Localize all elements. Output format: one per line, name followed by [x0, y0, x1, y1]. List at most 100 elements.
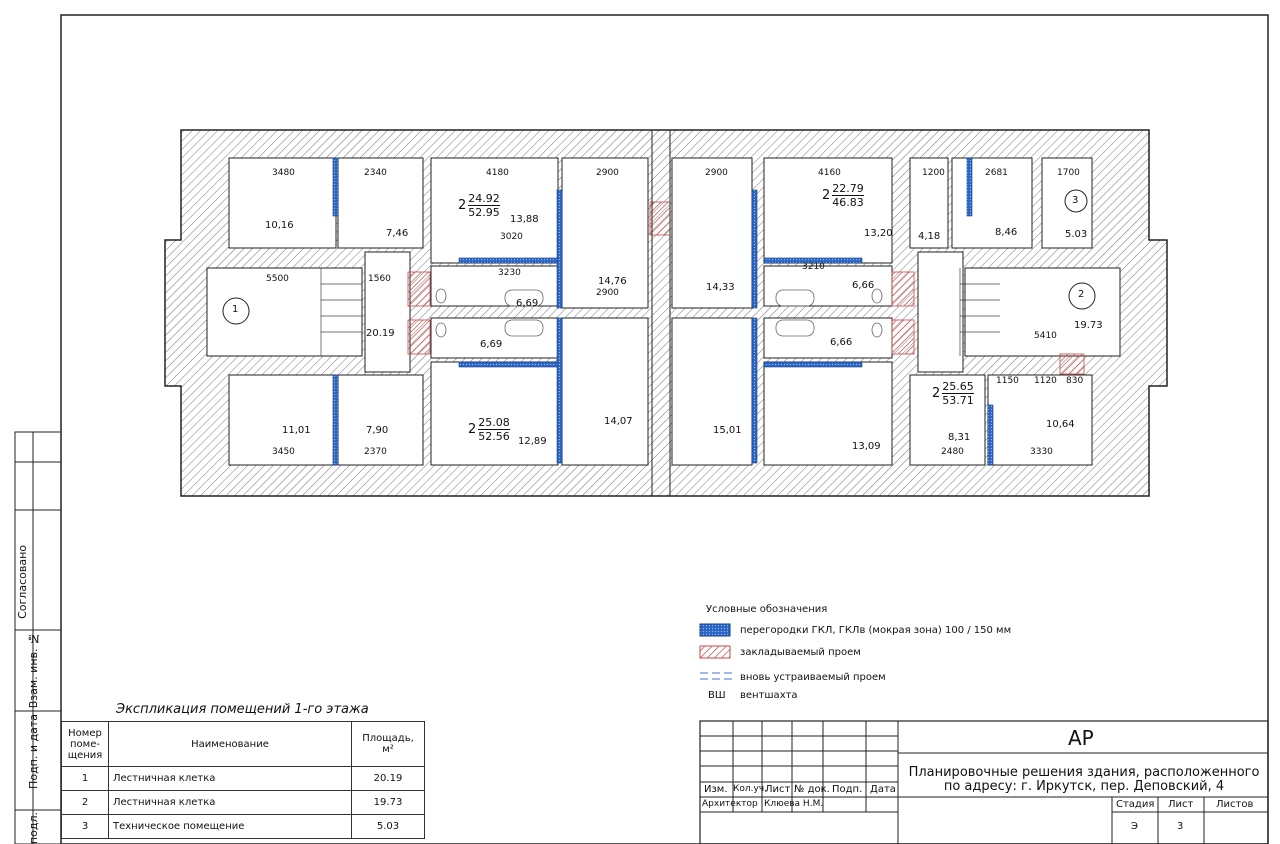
dimension: 2900 — [596, 288, 619, 298]
room-area: 11,01 — [282, 425, 311, 436]
table-cell: Лестничная клетка — [108, 766, 352, 791]
table-cell: 3 — [61, 814, 109, 839]
room-area: 10,16 — [265, 220, 294, 231]
title-block-col: Дата — [870, 784, 896, 795]
dimension: 2480 — [941, 447, 964, 457]
dimension: 2681 — [985, 168, 1008, 178]
room-area: 8,46 — [995, 227, 1018, 238]
title-block-col: № док. — [794, 784, 830, 795]
dimension: 5500 — [266, 274, 289, 284]
dimension: 3210 — [802, 262, 825, 272]
room-area: 6,69 — [480, 339, 503, 350]
title-block-sheet-value: 3 — [1177, 821, 1184, 832]
table-cell: 5.03 — [351, 814, 425, 839]
stair-number-3: 3 — [1072, 195, 1079, 206]
table-row: 3 Техническое помещение 5.03 — [61, 814, 425, 839]
table-cell: 20.19 — [351, 766, 425, 791]
legend-title: Условные обозначения — [706, 604, 828, 615]
title-block-sheets-label: Листов — [1216, 799, 1254, 810]
dimension: 1200 — [922, 168, 945, 178]
legend-symbol-vent: ВШ — [708, 690, 726, 701]
room-area: 8,31 — [948, 432, 971, 443]
legend-item-new-opening: вновь устраиваемый проем — [740, 672, 886, 683]
table-row: 1 Лестничная клетка 20.19 — [61, 766, 425, 791]
dimension: 3020 — [500, 232, 523, 242]
legend-swatches — [699, 623, 732, 680]
dimension: 3450 — [272, 447, 295, 457]
dimension: 4180 — [486, 168, 509, 178]
side-stamp-orig: подл. — [27, 812, 40, 844]
dimension: 3230 — [498, 268, 521, 278]
room-area: 14,33 — [706, 282, 735, 293]
title-block-stage-label: Стадия — [1116, 799, 1155, 810]
stair-markers — [222, 189, 1096, 325]
table-cell: Лестничная клетка — [108, 790, 352, 815]
room-area: 14,76 — [598, 276, 627, 287]
bath-fixtures — [435, 288, 883, 338]
stair-number-2: 2 — [1078, 289, 1085, 300]
stair-area-1: 20.19 — [366, 328, 395, 339]
title-block-col: Кол.уч. — [733, 784, 768, 794]
explication-table: Номер поме-щения Наименование Площадь, м… — [61, 721, 425, 839]
title-block-project: Планировочные решения здания, расположен… — [908, 765, 1260, 794]
explication-header-row: Номер поме-щения Наименование Площадь, м… — [61, 721, 425, 767]
title-block-name: Клюева Н.М. — [764, 799, 824, 809]
table-cell: 19.73 — [351, 790, 425, 815]
legend-item-partition: перегородки ГКЛ, ГКЛв (мокрая зона) 100 … — [740, 625, 1012, 636]
title-block-col: Изм. — [704, 784, 728, 795]
room-area: 15,01 — [713, 425, 742, 436]
dimension: 2370 — [364, 447, 387, 457]
title-block-col: Подп. — [832, 784, 863, 795]
room-area: 13,88 — [510, 214, 539, 225]
dimension: 2900 — [596, 168, 619, 178]
title-block-role: Архитектор — [702, 799, 758, 809]
sheet-frame — [60, 14, 1269, 844]
dimension: 830 — [1066, 376, 1084, 386]
dimension: 1150 — [996, 376, 1019, 386]
title-block-stage-value: Э — [1131, 821, 1138, 832]
room-area: 7,90 — [366, 425, 389, 436]
title-block-code: АР — [1068, 726, 1094, 750]
legend-item-vent: вентшахта — [740, 690, 798, 701]
building-walls — [164, 129, 1168, 497]
title-block-col: Лист — [765, 784, 791, 795]
table-cell: Техническое помещение — [108, 814, 352, 839]
explication-title: Экспликация помещений 1-го этажа — [116, 702, 369, 717]
dimension: 2900 — [705, 168, 728, 178]
room-area: 6,66 — [852, 280, 875, 291]
explication-header: Наименование — [108, 721, 352, 767]
title-block-grid — [699, 720, 1269, 844]
room-area: 12,89 — [518, 436, 547, 447]
dimension: 4160 — [818, 168, 841, 178]
title-block-sheet-label: Лист — [1168, 799, 1194, 810]
explication-header: Площадь, м² — [351, 721, 425, 767]
room-area: 14,07 — [604, 416, 633, 427]
stair-number-1: 1 — [232, 304, 239, 315]
explication-header: Номер поме-щения — [61, 721, 109, 767]
table-cell: 1 — [61, 766, 109, 791]
table-cell: 2 — [61, 790, 109, 815]
dimension: 2340 — [364, 168, 387, 178]
room-area: 4,18 — [918, 231, 941, 242]
side-stamp-inv: Взам. инв. № — [27, 632, 40, 709]
room-area: 6,66 — [830, 337, 853, 348]
side-stamp-agreed: Согласовано — [16, 545, 29, 619]
stair-area-3: 5.03 — [1065, 229, 1088, 240]
room-area: 7,46 — [386, 228, 409, 239]
side-stamp-sign-date: Подп. и дата — [27, 714, 40, 789]
dimension: 5410 — [1034, 331, 1057, 341]
side-stamp-frame — [14, 431, 62, 844]
stairs — [320, 130, 1000, 496]
dimension: 3480 — [272, 168, 295, 178]
room-area: 13,09 — [852, 441, 881, 452]
room-area: 6,69 — [516, 298, 539, 309]
dimension: 1120 — [1034, 376, 1057, 386]
dimension: 1700 — [1057, 168, 1080, 178]
dimension: 1560 — [368, 274, 391, 284]
table-row: 2 Лестничная клетка 19.73 — [61, 790, 425, 815]
room-area: 10,64 — [1046, 419, 1075, 430]
